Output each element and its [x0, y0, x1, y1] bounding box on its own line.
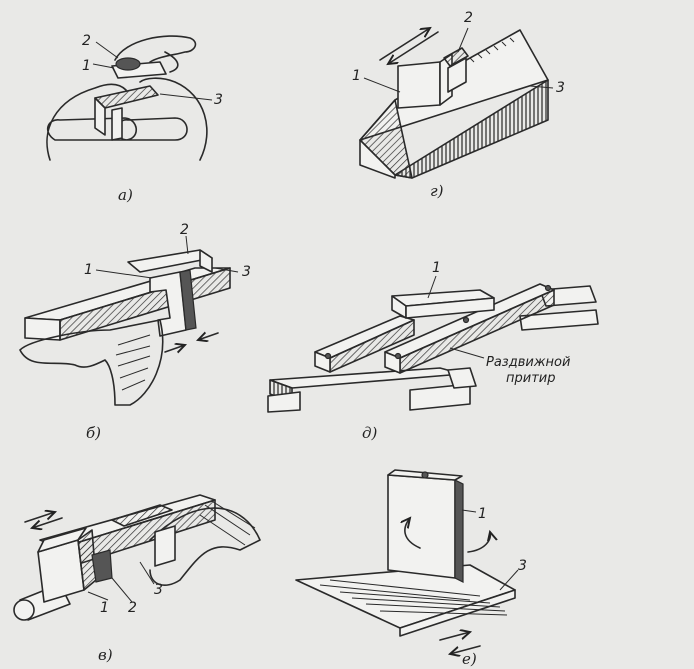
- panel-g: 1 2 3 г): [352, 10, 565, 200]
- label-e-1: 1: [478, 506, 487, 522]
- plate-lines: [319, 579, 508, 616]
- panel-a: 2 1 3 а): [46, 33, 223, 204]
- caption-a: а): [118, 186, 133, 204]
- label-b-2: 2: [180, 222, 189, 238]
- label-a-1: 1: [82, 58, 91, 74]
- label-v-3: 3: [154, 582, 163, 598]
- caption-v: в): [98, 646, 113, 664]
- label-d-1: 1: [432, 260, 441, 276]
- base-rail-left: [269, 367, 463, 389]
- base-rail-right: [519, 309, 599, 331]
- label-a-2: 2: [82, 33, 91, 49]
- panel-v: 1 2 3 в): [13, 494, 261, 664]
- caption-d: д): [362, 424, 378, 442]
- workpiece-block: [397, 61, 441, 109]
- label-v-2: 2: [128, 600, 137, 616]
- caption-g: г): [430, 182, 444, 200]
- panel-b: 1 2 3 б): [19, 222, 251, 442]
- panel-e: 1 3 е): [295, 469, 527, 668]
- label-sliding-lap-1: Раздвижной: [486, 355, 570, 370]
- label-v-1: 1: [100, 600, 109, 616]
- label-b-3: 3: [242, 264, 251, 280]
- label-g-3: 3: [556, 80, 565, 96]
- label-g-2: 2: [464, 10, 473, 26]
- caption-b: б): [86, 424, 101, 442]
- label-sliding-lap-2: притир: [506, 371, 555, 386]
- label-g-1: 1: [352, 68, 361, 84]
- label-b-1: 1: [84, 262, 93, 278]
- flat-workpiece: [387, 474, 456, 579]
- panel-d: 1 Раздвижной притир д): [267, 260, 599, 442]
- angle-lap: [94, 85, 159, 109]
- caption-e: е): [462, 650, 477, 668]
- hand-outline: [46, 77, 208, 161]
- label-e-3: 3: [518, 558, 527, 574]
- label-a-3: 3: [214, 92, 223, 108]
